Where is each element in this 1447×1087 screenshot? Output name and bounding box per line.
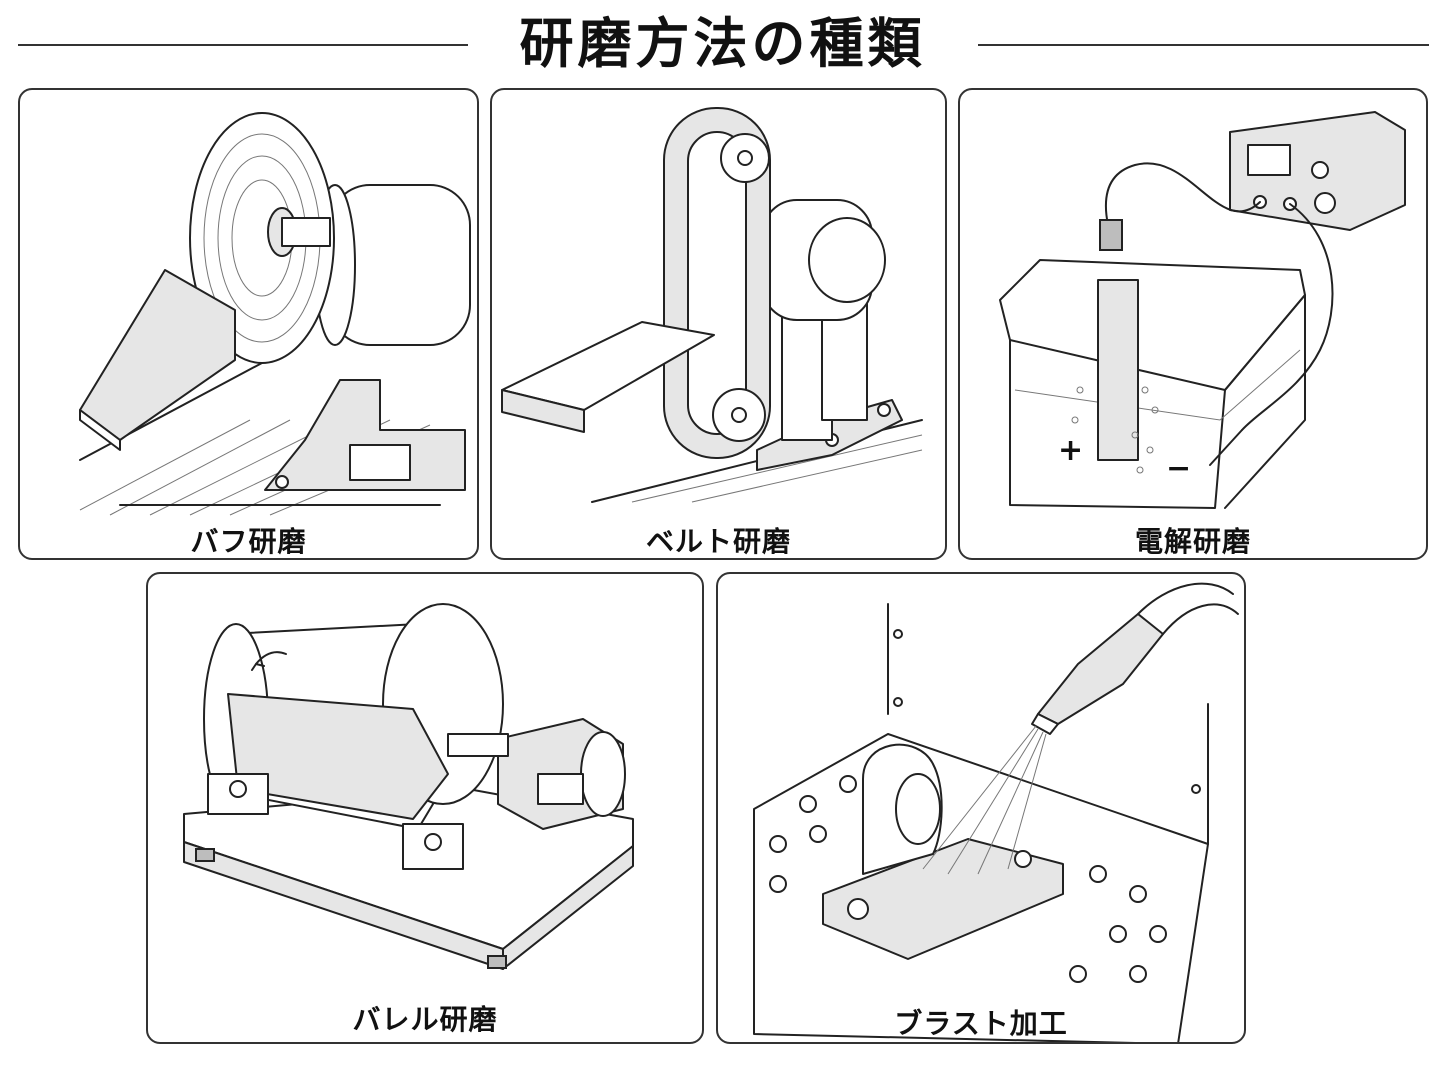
sanding-belt bbox=[663, 107, 771, 459]
electrolyte-tank bbox=[999, 219, 1306, 509]
blast-processing-illustration bbox=[753, 582, 1239, 1042]
panel-buff-polishing: バフ研磨 bbox=[18, 88, 479, 560]
anode-sign: + bbox=[1058, 433, 1083, 468]
electrolytic-polishing-illustration: + − bbox=[999, 111, 1406, 509]
barrel-drum bbox=[203, 603, 504, 830]
roller-supports bbox=[207, 773, 464, 870]
belt-polishing-illustration bbox=[501, 107, 923, 503]
title-rule-right bbox=[978, 44, 1429, 46]
workpiece-bracket bbox=[822, 743, 1064, 960]
buff-wheel bbox=[189, 112, 335, 364]
cables bbox=[1104, 162, 1334, 431]
blast-nozzle bbox=[1031, 582, 1239, 735]
abrasive-spray bbox=[922, 725, 1047, 875]
panel-electrolytic-polishing: + − 電解研磨 bbox=[958, 88, 1428, 560]
workpiece-bar bbox=[79, 269, 236, 451]
cathode-sign: − bbox=[1166, 451, 1191, 486]
page-title: 研磨方法の種類 bbox=[519, 12, 926, 75]
cabinet bbox=[887, 603, 1209, 845]
grinder-motor bbox=[264, 184, 471, 491]
panel-belt-polishing: ベルト研磨 bbox=[490, 88, 947, 560]
panel-barrel-polishing: バレル研磨 bbox=[146, 572, 704, 1044]
title-rule-left bbox=[18, 44, 468, 46]
panel-label: ベルト研磨 bbox=[645, 525, 791, 558]
panel-blast-processing: ブラスト加工 bbox=[716, 572, 1246, 1044]
motor bbox=[447, 718, 626, 830]
power-supply bbox=[1229, 111, 1406, 231]
panel-label: バレル研磨 bbox=[352, 1003, 498, 1036]
workpiece-plate bbox=[501, 321, 715, 433]
barrel-polishing-illustration bbox=[183, 603, 634, 970]
panel-label: バフ研磨 bbox=[190, 525, 307, 558]
panel-label: 電解研磨 bbox=[1134, 525, 1251, 558]
bubbles bbox=[1071, 386, 1159, 474]
buff-polishing-illustration bbox=[79, 112, 471, 516]
machine-frame bbox=[756, 199, 903, 471]
panel-label: ブラスト加工 bbox=[894, 1007, 1068, 1040]
